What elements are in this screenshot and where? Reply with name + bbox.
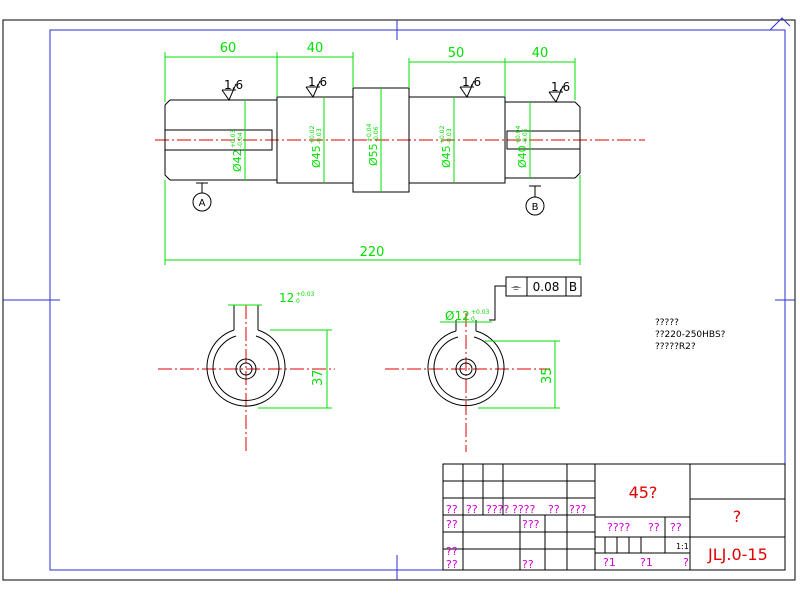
datum-a: A bbox=[199, 198, 206, 209]
title-bottom-label: ?? bbox=[522, 558, 534, 571]
keyway-left bbox=[164, 129, 273, 151]
roughness-1: 1.6 bbox=[224, 78, 243, 92]
diameter-4-upper: +0.02 bbox=[439, 125, 446, 144]
shaft-front-view: 60 40 50 40 220 1.6 1.6 1.6 1.6 bbox=[155, 41, 645, 265]
roughness-4: 1.6 bbox=[551, 80, 570, 94]
diameter-5-lower: -0.05 bbox=[522, 128, 529, 144]
title-part-name: ? bbox=[733, 507, 742, 526]
outer-frame bbox=[2, 19, 796, 581]
section-right-outline bbox=[427, 320, 505, 407]
title-sheet-1: ?1 bbox=[603, 556, 616, 569]
note-3: ?????R2? bbox=[655, 342, 696, 352]
diameter-2-base: Ø45 bbox=[310, 145, 323, 168]
section-view-left: 12 +0.03 0 37 bbox=[158, 291, 335, 452]
diameter-1-base: Ø42 bbox=[231, 149, 244, 172]
diameter-dim-lines bbox=[244, 88, 531, 192]
diameter-dim-1: Ø42 +0.03 -0.04 bbox=[230, 129, 244, 172]
diameter-2-lower: -0.03 bbox=[316, 128, 323, 144]
section-right-depth: 35 bbox=[540, 367, 555, 384]
inner-border bbox=[49, 29, 786, 571]
diameter-3-lower: -0.06 bbox=[373, 126, 380, 142]
roughness-2: 1.6 bbox=[308, 75, 327, 89]
diameter-4-base: Ø45 bbox=[440, 145, 453, 168]
title-stage-3: ?? bbox=[670, 521, 682, 534]
datum-b-marker bbox=[525, 185, 545, 216]
diameter-5-base: Ø40 bbox=[516, 145, 529, 168]
tolerance-symbol: ⌯ bbox=[511, 280, 521, 294]
title-design-label: ??? bbox=[522, 518, 540, 531]
length-dimensions bbox=[164, 52, 576, 102]
title-row-label-3: ?? bbox=[446, 558, 458, 571]
title-sheet-2: ?1 bbox=[640, 556, 653, 569]
title-header-5: ?? bbox=[548, 503, 560, 516]
keyway-right bbox=[506, 130, 581, 150]
length-dim-1: 60 bbox=[220, 41, 237, 56]
title-header-row: ?? ?? ???? ???? ?? ??? bbox=[446, 503, 587, 516]
drawing-frame bbox=[2, 17, 796, 581]
section-left-tol-lower: 0 bbox=[296, 298, 300, 305]
diameter-3-base: Ø55 bbox=[367, 143, 380, 166]
total-length-dimension bbox=[164, 175, 581, 265]
diameter-dim-4: Ø45 +0.02 -0.03 bbox=[439, 125, 453, 168]
note-1: ????? bbox=[655, 318, 679, 328]
section-left-keyway-width: 12 bbox=[279, 291, 294, 305]
diameter-dim-2: Ø45 +0.02 -0.03 bbox=[309, 125, 323, 168]
title-header-3: ???? bbox=[486, 503, 510, 516]
title-row-label-1: ?? bbox=[446, 518, 458, 531]
section-left-outline bbox=[206, 305, 286, 407]
section-left-depth: 37 bbox=[311, 369, 326, 386]
note-2: ??220-250HBS? bbox=[655, 330, 726, 340]
diameter-3-upper: +0.04 bbox=[366, 123, 373, 142]
title-stage-2: ?? bbox=[648, 521, 660, 534]
diameter-1-lower: -0.04 bbox=[237, 132, 244, 148]
length-dim-4: 40 bbox=[532, 46, 549, 61]
section-right-keyway-width: Ø12 bbox=[445, 309, 470, 323]
datum-a-marker bbox=[192, 182, 212, 212]
roughness-3: 1.6 bbox=[462, 75, 481, 89]
title-material: 45? bbox=[629, 483, 658, 502]
length-dim-3: 50 bbox=[448, 46, 465, 61]
diameter-4-lower: -0.03 bbox=[446, 128, 453, 144]
section-left-dims bbox=[228, 304, 332, 409]
section-right-dims bbox=[440, 321, 560, 409]
title-row-label-2: ?? bbox=[446, 545, 458, 558]
section-left-tol-upper: +0.03 bbox=[296, 291, 315, 298]
length-dim-2: 40 bbox=[307, 41, 324, 56]
title-stage-1: ???? bbox=[607, 521, 631, 534]
tolerance-frame bbox=[489, 276, 582, 321]
title-header-4: ???? bbox=[512, 503, 536, 516]
orientation-mark bbox=[769, 17, 791, 31]
diameter-dim-5: Ø40 +0.04 -0.05 bbox=[515, 125, 529, 168]
diameter-2-upper: +0.02 bbox=[309, 125, 316, 144]
title-header-6: ??? bbox=[569, 503, 587, 516]
title-block bbox=[442, 463, 786, 571]
title-header-2: ?? bbox=[466, 503, 478, 516]
roughness-symbols bbox=[221, 80, 564, 104]
datum-b: B bbox=[532, 202, 539, 213]
title-drawing-no: JLJ.0-15 bbox=[707, 545, 768, 564]
diameter-5-upper: +0.04 bbox=[515, 125, 522, 144]
section-right-tol-upper: +0.03 bbox=[471, 309, 490, 316]
title-scale: 1:1 bbox=[676, 542, 689, 551]
technical-notes: ????? ??220-250HBS? ?????R2? bbox=[655, 318, 726, 352]
title-header-1: ?? bbox=[446, 503, 458, 516]
section-right-tol-lower: 0 bbox=[471, 316, 475, 323]
total-length: 220 bbox=[360, 245, 385, 260]
diameter-dim-3: Ø55 +0.04 -0.06 bbox=[366, 123, 380, 166]
title-sheet-3: ? bbox=[683, 556, 689, 569]
diameter-1-upper: +0.03 bbox=[230, 129, 237, 148]
tolerance-datum: B bbox=[569, 280, 577, 294]
tolerance-value: 0.08 bbox=[533, 280, 560, 294]
section-view-right: Ø12 +0.03 0 35 ⌯ 0.08 B bbox=[385, 276, 582, 452]
